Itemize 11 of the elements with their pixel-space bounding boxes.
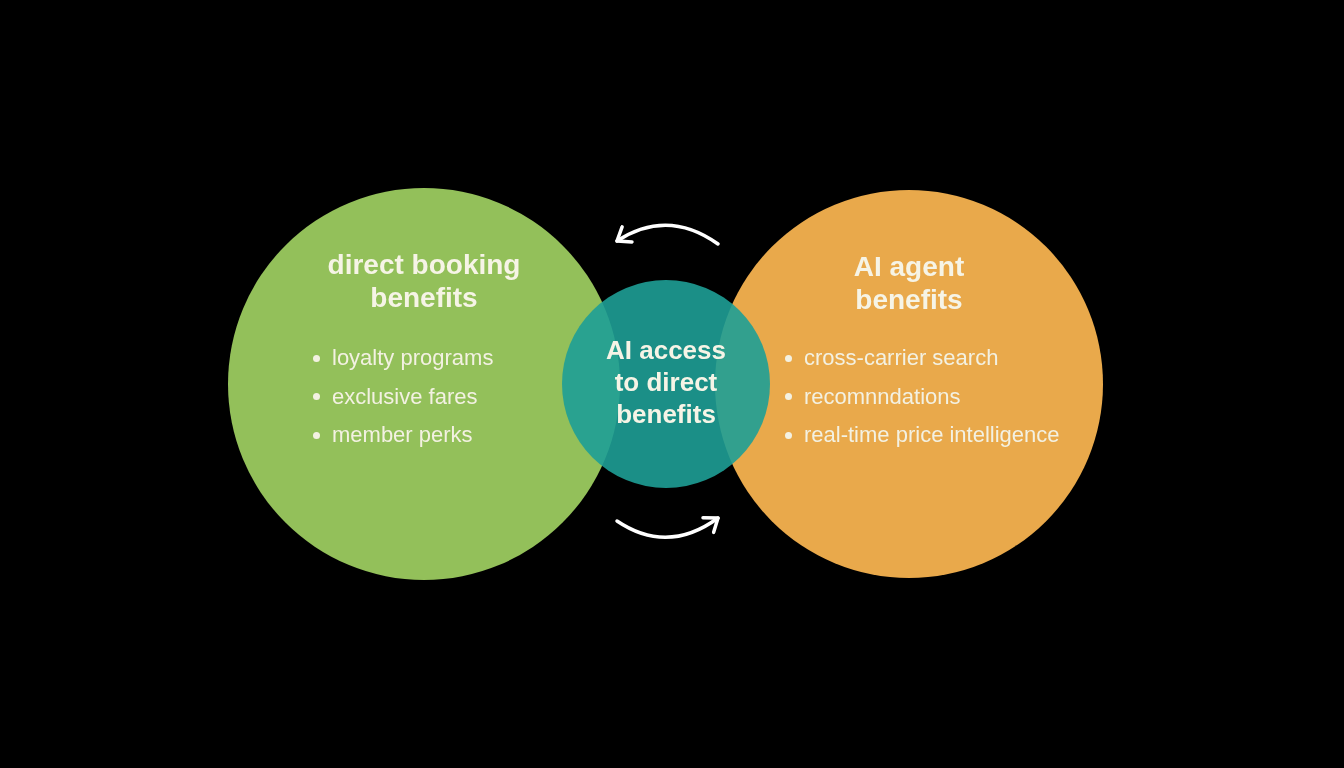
overlap-label: AI access to direct benefits — [605, 334, 727, 430]
list-item: cross-carrier search — [804, 345, 999, 372]
list-item: recomnndations — [804, 383, 961, 410]
list-item: real-time price intelligence — [804, 422, 1060, 449]
list-item: member perks — [332, 422, 473, 449]
curved-arrow — [615, 223, 720, 246]
list-item: loyalty programs — [332, 345, 494, 372]
curved-arrow — [615, 515, 720, 539]
circle-heading: AI agent benefits — [852, 250, 966, 316]
circle-heading: direct booking benefits — [326, 248, 522, 314]
list-item: exclusive fares — [332, 383, 478, 410]
